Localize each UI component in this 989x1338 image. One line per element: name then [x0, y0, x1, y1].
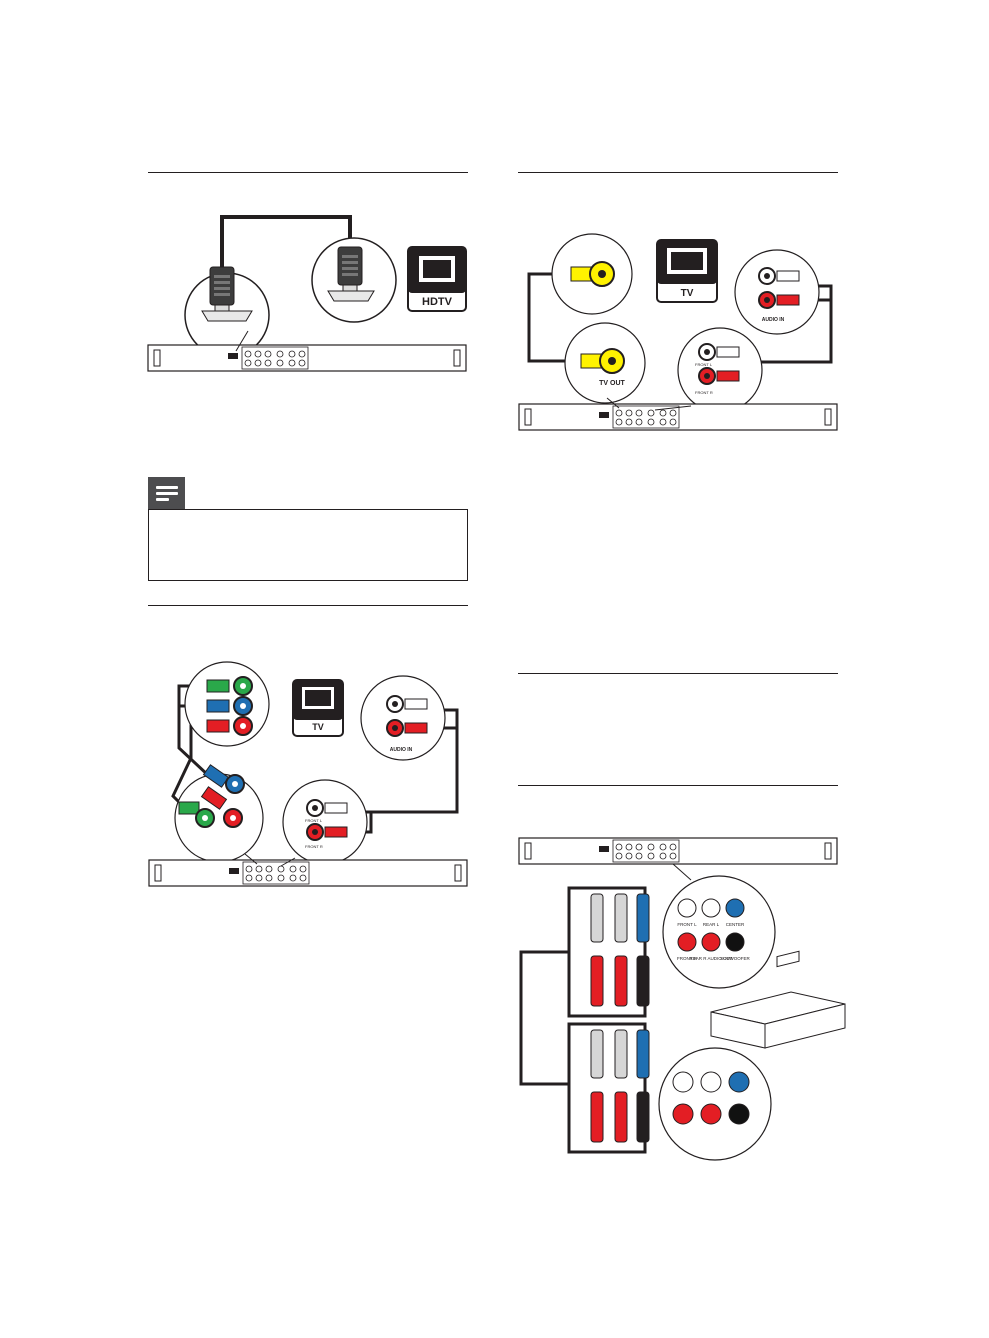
front-lr-jacks-icon: FRONT L FRONT R — [695, 343, 740, 395]
tv-label: TV — [312, 722, 324, 732]
dvd-player-icon — [147, 330, 467, 372]
dvd-player-icon — [518, 397, 838, 431]
dvd-player-icon — [148, 853, 468, 887]
hdmi-connection-diagram: HDTV — [147, 215, 467, 372]
section-rule-component — [148, 605, 468, 606]
tv-label: TV — [681, 288, 694, 299]
tv-icon: TV — [292, 679, 344, 737]
rear-l-label: REAR L — [703, 922, 720, 927]
subwoofer-label: SUBWOOFER — [720, 956, 750, 961]
lower-plug-set-icon — [590, 1029, 650, 1143]
section-rule-hdmi — [148, 172, 468, 173]
multichannel-audio-diagram: FRONT L REAR L CENTER FRONT R REAR R AUD… — [518, 837, 846, 1161]
receiver-input-jacks-icon — [672, 1071, 750, 1125]
audio-in-label: AUDIO IN — [390, 747, 413, 753]
tv-out-label: TV OUT — [599, 380, 625, 387]
front-r-label: FRONT R — [305, 844, 323, 849]
composite-connection-diagram: TV OUT TV AUDIO IN FRONT L FRONT R — [518, 233, 838, 431]
tv-icon: HDTV — [407, 246, 467, 312]
section-rule-composite — [518, 172, 838, 173]
component-jacks-player-icon — [178, 764, 245, 828]
hdmi-plug-tv-icon — [327, 246, 375, 302]
section-rule-audio-b — [518, 785, 838, 786]
front-l-label: FRONT L — [695, 362, 713, 367]
front-r-label: FRONT R — [695, 390, 713, 395]
player-audio-out-jacks-icon: FRONT L REAR L CENTER FRONT R REAR R AUD… — [677, 898, 750, 961]
audio-in-jacks-icon: AUDIO IN — [386, 695, 428, 753]
yellow-plug-player-icon — [580, 348, 625, 374]
dvd-player-icon — [518, 837, 838, 881]
note-icon — [148, 477, 185, 510]
yellow-plug-tv-icon — [570, 261, 615, 287]
rear-r-audio-out-label: REAR R AUDIO OUT — [689, 956, 732, 961]
front-lr-jacks-icon: FRONT L FRONT R — [305, 799, 348, 849]
tv-icon: TV — [656, 239, 718, 303]
audio-in-jacks-icon: AUDIO IN — [758, 267, 800, 323]
front-l-label: FRONT L — [677, 922, 697, 927]
component-jacks-tv-icon — [206, 676, 253, 736]
audio-in-label: AUDIO IN — [762, 317, 785, 323]
hdtv-label: HDTV — [422, 296, 453, 308]
front-r-label: FRONT R — [677, 956, 698, 961]
section-rule-audio-a — [518, 673, 838, 674]
component-connection-diagram: TV AUDIO IN FRONT L FRONT R — [148, 661, 468, 887]
note-box — [148, 509, 468, 581]
upper-plug-set-icon — [590, 893, 650, 1007]
av-receiver-icon — [710, 950, 846, 1049]
center-label: CENTER — [726, 922, 745, 927]
front-l-label: FRONT L — [305, 818, 323, 823]
hdmi-plug-player-icon — [201, 266, 253, 322]
